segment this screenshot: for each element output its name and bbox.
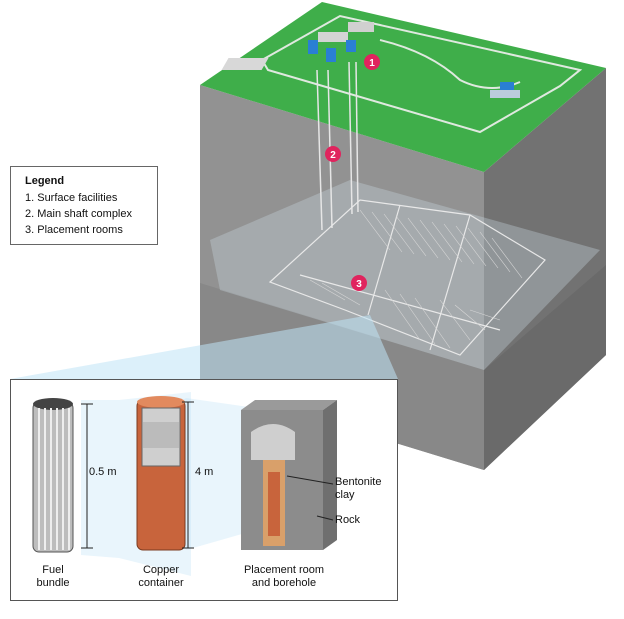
marker-2: 2 bbox=[325, 146, 341, 162]
rock-stratum-right bbox=[484, 265, 606, 470]
marker-1-label: 1 bbox=[369, 58, 375, 69]
fuel-height-label: 0.5 m bbox=[89, 466, 117, 478]
surface-road bbox=[260, 14, 583, 134]
fuel-height-dimension bbox=[81, 403, 93, 549]
ground-surface bbox=[200, 2, 606, 172]
fuel-bundle-label-line2: bundle bbox=[36, 577, 70, 589]
container-height-dimension bbox=[182, 401, 194, 549]
detail-callout-beam bbox=[10, 315, 398, 379]
detail-panel: 0.5 m 4 m Bentonite clay Rock Fuel bundl… bbox=[10, 379, 398, 601]
bentonite-label-line1: Bentonite bbox=[335, 476, 382, 488]
legend-item-placement-rooms: 3. Placement rooms bbox=[25, 224, 123, 236]
detail-illustration bbox=[32, 392, 337, 576]
copper-container-drawing bbox=[136, 396, 186, 551]
placement-room-drawing bbox=[241, 400, 337, 550]
container-height-label: 4 m bbox=[195, 466, 214, 478]
legend-item-surface-facilities: 1. Surface facilities bbox=[25, 192, 118, 204]
bentonite-label-line2: clay bbox=[335, 489, 355, 501]
fuel-bundle-drawing bbox=[32, 398, 74, 553]
placement-label-line2: and borehole bbox=[251, 577, 317, 589]
repository-level-glow bbox=[210, 180, 600, 370]
marker-3-label: 3 bbox=[356, 279, 362, 290]
rock-label: Rock bbox=[335, 514, 361, 526]
legend-title: Legend bbox=[25, 175, 65, 187]
marker-1: 1 bbox=[364, 54, 380, 70]
placement-label-line1: Placement room bbox=[243, 564, 325, 576]
fuel-bundle-label-line1: Fuel bbox=[42, 564, 64, 576]
legend: Legend 1. Surface facilities 2. Main sha… bbox=[10, 166, 158, 245]
legend-item-main-shaft: 2. Main shaft complex bbox=[25, 208, 132, 220]
copper-container-label-line2: container bbox=[138, 577, 184, 589]
placement-rooms-grid bbox=[268, 199, 546, 356]
copper-container-label-line1: Copper bbox=[142, 564, 180, 576]
marker-3: 3 bbox=[351, 275, 367, 291]
marker-2-label: 2 bbox=[330, 150, 336, 161]
surface-buildings bbox=[221, 22, 520, 98]
placement-rooms-hatch bbox=[309, 209, 523, 349]
